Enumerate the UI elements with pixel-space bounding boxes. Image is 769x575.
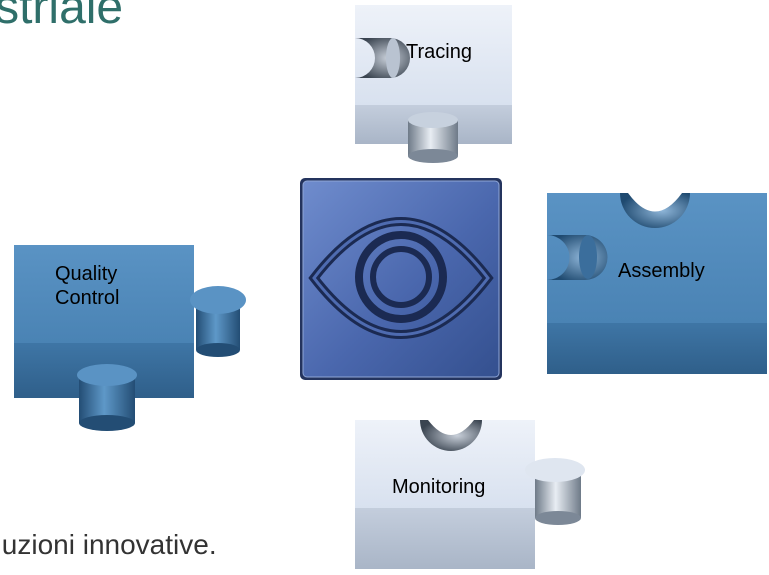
quality-control-label: Quality Control bbox=[55, 263, 120, 309]
assembly-label: Assembly bbox=[618, 260, 705, 282]
monitoring-piece bbox=[355, 420, 585, 569]
assembly-piece bbox=[547, 193, 767, 374]
slide-title-fragment: ndustriale bbox=[0, 0, 124, 34]
center-eye-square bbox=[300, 178, 502, 380]
monitoring-label: Monitoring bbox=[392, 476, 486, 498]
tracing-label: Tracing bbox=[406, 41, 472, 63]
eye-icon bbox=[308, 217, 494, 339]
tracing-piece bbox=[355, 5, 512, 163]
quality-control-piece bbox=[14, 245, 246, 431]
slide-subtitle-fragment: oluzioni innovative. bbox=[0, 529, 217, 560]
